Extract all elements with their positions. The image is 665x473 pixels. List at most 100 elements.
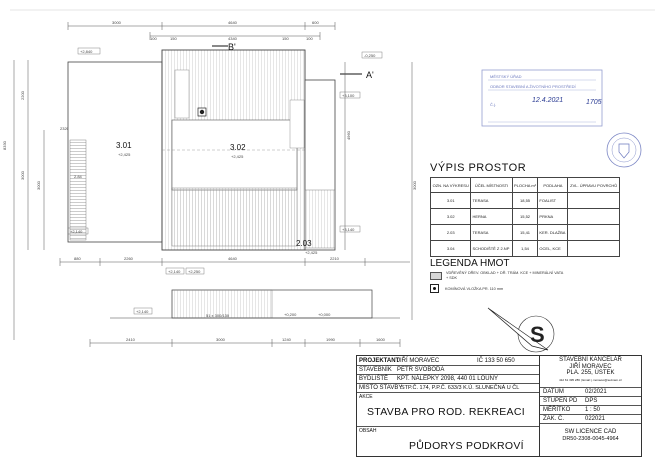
legend-item-chimney: KOMÍNOVÁ VLOŽKA PR. 110 mm <box>430 284 630 293</box>
level-5: +3,140 <box>342 227 355 232</box>
tb-row-bydliste: BYDLIŠTĚ KPT. NÁLEPKY 2098, 440 01 LOUNY <box>357 375 539 384</box>
dim-mid-2: 2260 <box>124 256 134 261</box>
level-7: +2,250 <box>188 269 201 274</box>
mid-dimensions <box>59 258 410 266</box>
tb-label: MĚŘÍTKO <box>543 407 571 413</box>
stair-label: 2.84 <box>74 174 83 179</box>
level-10: +0,000 <box>318 312 331 317</box>
dim-left-4: 3000 <box>36 180 41 190</box>
tb-row-stupen: STUPEŇ PD DPS <box>540 397 641 406</box>
tb-value: IČ 133 50 650 <box>477 357 515 364</box>
round-seal <box>606 132 642 168</box>
room-3-02-number: 3.02 <box>230 143 246 152</box>
dim-left-3: 3000 <box>20 170 25 180</box>
chimney-swatch-icon <box>430 284 439 293</box>
dim-top-sub-2: 150 <box>170 36 177 41</box>
room-2-03 <box>304 79 336 251</box>
schedule-header-cell: PODLAHA <box>537 177 569 193</box>
dim-bottom-4: 1990 <box>326 337 336 342</box>
schedule-cell: 18,55 <box>511 192 539 209</box>
schedule-header-cell: ZVL. ÚPRAVU POVRCHŮ <box>567 177 620 193</box>
dim-bottom-3: 1240 <box>282 337 292 342</box>
level-1: +2,840 <box>80 49 93 54</box>
tb-label: PROJEKTANT <box>359 357 400 364</box>
tb-obsah-value: PŮDORYS PODKROVÍ <box>409 440 524 452</box>
level-6: +2,140 <box>168 269 181 274</box>
tb-value: PETR SVOBODA <box>397 367 445 373</box>
schedule-cell: TERASA <box>470 224 513 241</box>
schedule-cell: PRKNA <box>537 208 569 225</box>
dim-mid-1: 880 <box>74 256 81 261</box>
tb-label: MÍSTO STAVBY <box>359 385 403 391</box>
svg-text:S: S <box>530 322 545 347</box>
tb-row-zak: ZAK. Č. 022021 <box>540 415 641 424</box>
schedule-cell: FOALIST <box>537 192 569 209</box>
schedule-cell: 1,54 <box>511 240 539 257</box>
tb-value: 1 : 50 <box>585 407 601 413</box>
room-3-01-level: +2,425 <box>118 152 131 157</box>
tb-office-line: STAVEBNÍ KANCELÁŘ <box>559 357 622 363</box>
tb-label: BYDLIŠTĚ <box>359 376 389 382</box>
schedule-cell: KER. DLAŽBA <box>537 224 569 241</box>
schedule-cell <box>567 192 620 209</box>
dim-top-2: 4640 <box>228 20 238 25</box>
schedule-cell: TERASA <box>470 192 513 209</box>
stamp-line-1: MĚSTSKÝ ÚŘAD <box>490 74 522 79</box>
tb-row-projektant: PROJEKTANT JIŘÍ MORAVEC IČ 133 50 650 <box>357 356 539 366</box>
tb-row-stavebnik: STAVEBNÍK PETR SVOBODA <box>357 366 539 375</box>
room-3-01-number: 3.01 <box>116 141 132 150</box>
tb-value: 022021 <box>585 416 606 422</box>
tb-label: STAVEBNÍK <box>359 367 392 373</box>
level-9: +0,200 <box>284 312 297 317</box>
tb-row-datum: DATUM 02/2021 <box>540 388 641 397</box>
room-3-02-level: +2,425 <box>231 154 244 159</box>
dim-mid-4: 2210 <box>330 256 340 261</box>
tb-office-line: 412 61 395 286 | Email: j.moravec@seznam… <box>559 377 622 382</box>
schedule-cell: 3.02 <box>429 208 472 225</box>
stamp-number: 1705 <box>586 99 602 106</box>
tb-office-line: JIŘÍ MORAVEC <box>569 363 612 370</box>
tb-right: STAVEBNÍ KANCELÁŘ JIŘÍ MORAVEC PLA. 255,… <box>540 356 641 456</box>
tb-value: JIŘÍ MORAVEC <box>397 357 440 364</box>
chimney-symbol <box>197 107 207 117</box>
tb-value: STP.Č. 174, P.P.Č. 633/3 K.Ú. SLUNEČNÁ U… <box>401 385 520 391</box>
room-2-03-level: +2,425 <box>305 250 318 255</box>
bottom-dimensions <box>89 339 401 347</box>
tb-row-akce: AKCE STAVBA PRO ROD. REKREACI <box>357 393 539 427</box>
attic-roof <box>161 49 306 251</box>
title-block: PROJEKTANT JIŘÍ MORAVEC IČ 133 50 650 ST… <box>356 355 642 457</box>
tb-office-line: PLA. 255, ÚSTEK <box>566 370 615 376</box>
legend-item-wall: VDŘEVĚNÝ DŘEV. OBKLAD + DŘ. TRÁM. KCE + … <box>430 271 630 281</box>
dim-top-sub-3: 4340 <box>228 36 238 41</box>
schedule-cell <box>567 224 620 241</box>
tb-row-misto: MÍSTO STAVBY STP.Č. 174, P.P.Č. 633/3 K.… <box>357 384 539 393</box>
legend: LEGENDA HMOT VDŘEVĚNÝ DŘEV. OBKLAD + DŘ.… <box>430 258 630 293</box>
room-2-03-number: 2.03 <box>296 239 312 248</box>
section-b-prime: B' <box>228 42 236 52</box>
schedule-cell <box>567 208 620 225</box>
tb-akce-value: STAVBA PRO ROD. REKREACI <box>367 406 525 418</box>
tb-left: PROJEKTANT JIŘÍ MORAVEC IČ 133 50 650 ST… <box>357 356 540 456</box>
lower-note: 51 x 300/130 <box>206 313 230 318</box>
schedule-cell <box>567 240 620 257</box>
room-schedule-title: VÝPIS PROSTOR <box>430 162 527 174</box>
legend-item-text: KOMÍNOVÁ VLOŽKA PR. 110 mm <box>445 286 504 291</box>
left-dimensions <box>13 60 45 340</box>
legend-item-text: VDŘEVĚNÝ DŘEV. OBKLAD + DŘ. TRÁM. KCE + … <box>446 271 564 280</box>
tb-licence-line: SW LICENCE CAD <box>564 429 617 435</box>
dim-top-3: 600 <box>312 20 319 25</box>
schedule-cell: HERNA <box>470 208 513 225</box>
dim-right-2: 3000 <box>412 180 417 190</box>
level-8: +2,140 <box>136 309 149 314</box>
stamp-line-3: Č.j. <box>490 102 496 107</box>
tb-label: AKCE <box>359 394 373 400</box>
lower-terrace <box>110 289 400 319</box>
tb-licence-line: DR50-2308-0045-4964 <box>562 436 619 442</box>
schedule-cell: OCEL, KCE <box>537 240 569 257</box>
tb-label: DATUM <box>543 389 564 395</box>
schedule-header-cell: OZN. NA VÝKRESU <box>429 177 472 193</box>
